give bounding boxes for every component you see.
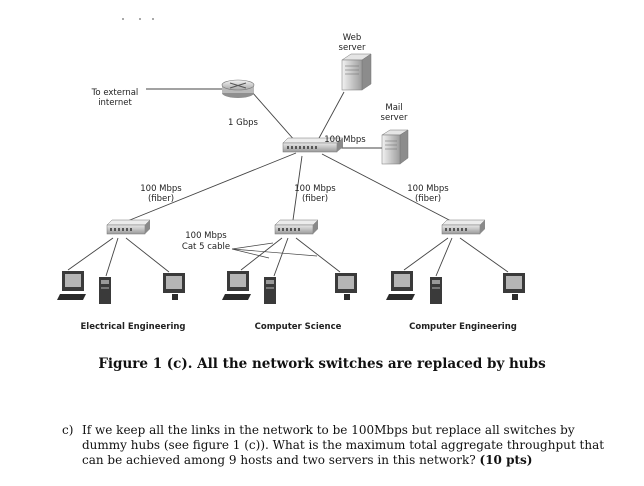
cable-pointer xyxy=(231,242,318,259)
host-icon-1 xyxy=(57,271,86,300)
figure-caption: Figure 1 (c). All the network switches a… xyxy=(98,356,546,372)
question-text-wrapper: If we keep all the links in the network … xyxy=(82,423,622,468)
department-label-center: Computer Science xyxy=(255,322,342,332)
left-link-label-line-2: (fiber) xyxy=(148,194,174,204)
mail-server-label-line-2: server xyxy=(381,113,408,123)
web-server-label-line-2: server xyxy=(339,43,366,53)
question-text: If we keep all the links in the network … xyxy=(82,423,605,467)
center-hub-link xyxy=(292,155,303,221)
center-link-label-line-2: (fiber) xyxy=(302,194,328,204)
host-icon-7 xyxy=(386,271,415,300)
web-server-label-line-1: Web xyxy=(343,33,362,43)
web-server-link xyxy=(317,91,345,141)
right-link-label-line-2: (fiber) xyxy=(415,194,441,204)
host-icon-9 xyxy=(503,273,525,300)
department-label-left: Electrical Engineering xyxy=(80,322,185,332)
host-icon-8 xyxy=(430,277,442,304)
external-label-line-2: internet xyxy=(98,98,132,108)
right-hub-icon xyxy=(441,219,486,235)
center-hub-icon xyxy=(274,219,319,235)
mail-link-label: 100 Mbps xyxy=(324,135,366,145)
mail-server-label-line-1: Mail xyxy=(385,103,402,113)
router-link-label: 1 Gbps xyxy=(228,118,258,128)
cable-label-line-2: Cat 5 cable xyxy=(182,242,230,252)
right-hub-link xyxy=(321,153,454,223)
right-link-label-line-1: 100 Mbps xyxy=(407,184,449,194)
web-server-icon xyxy=(341,53,372,91)
host-icon-3 xyxy=(163,273,185,300)
mail-server-icon xyxy=(381,129,409,165)
left-hub-icon xyxy=(106,219,151,235)
center-link-label-line-1: 100 Mbps xyxy=(294,184,336,194)
router-link xyxy=(251,91,297,143)
left-hub-link xyxy=(124,152,297,223)
external-label-line-1: To external xyxy=(91,88,139,98)
links xyxy=(67,88,509,277)
host-icon-5 xyxy=(264,277,276,304)
host-icon-4 xyxy=(222,271,251,300)
department-label-right: Computer Engineering xyxy=(409,322,517,332)
router-icon xyxy=(221,79,255,98)
central-hub-icon xyxy=(282,137,344,153)
question-points: (10 pts) xyxy=(479,453,533,467)
question-block: c) If we keep all the links in the netwo… xyxy=(62,423,622,468)
network-diagram: To external internet Web server Mail ser… xyxy=(57,18,525,332)
host-icon-2 xyxy=(99,277,111,304)
cable-label-line-1: 100 Mbps xyxy=(185,231,227,241)
host-icon-6 xyxy=(335,273,357,300)
left-link-label-line-1: 100 Mbps xyxy=(140,184,182,194)
question-label: c) xyxy=(62,423,74,437)
